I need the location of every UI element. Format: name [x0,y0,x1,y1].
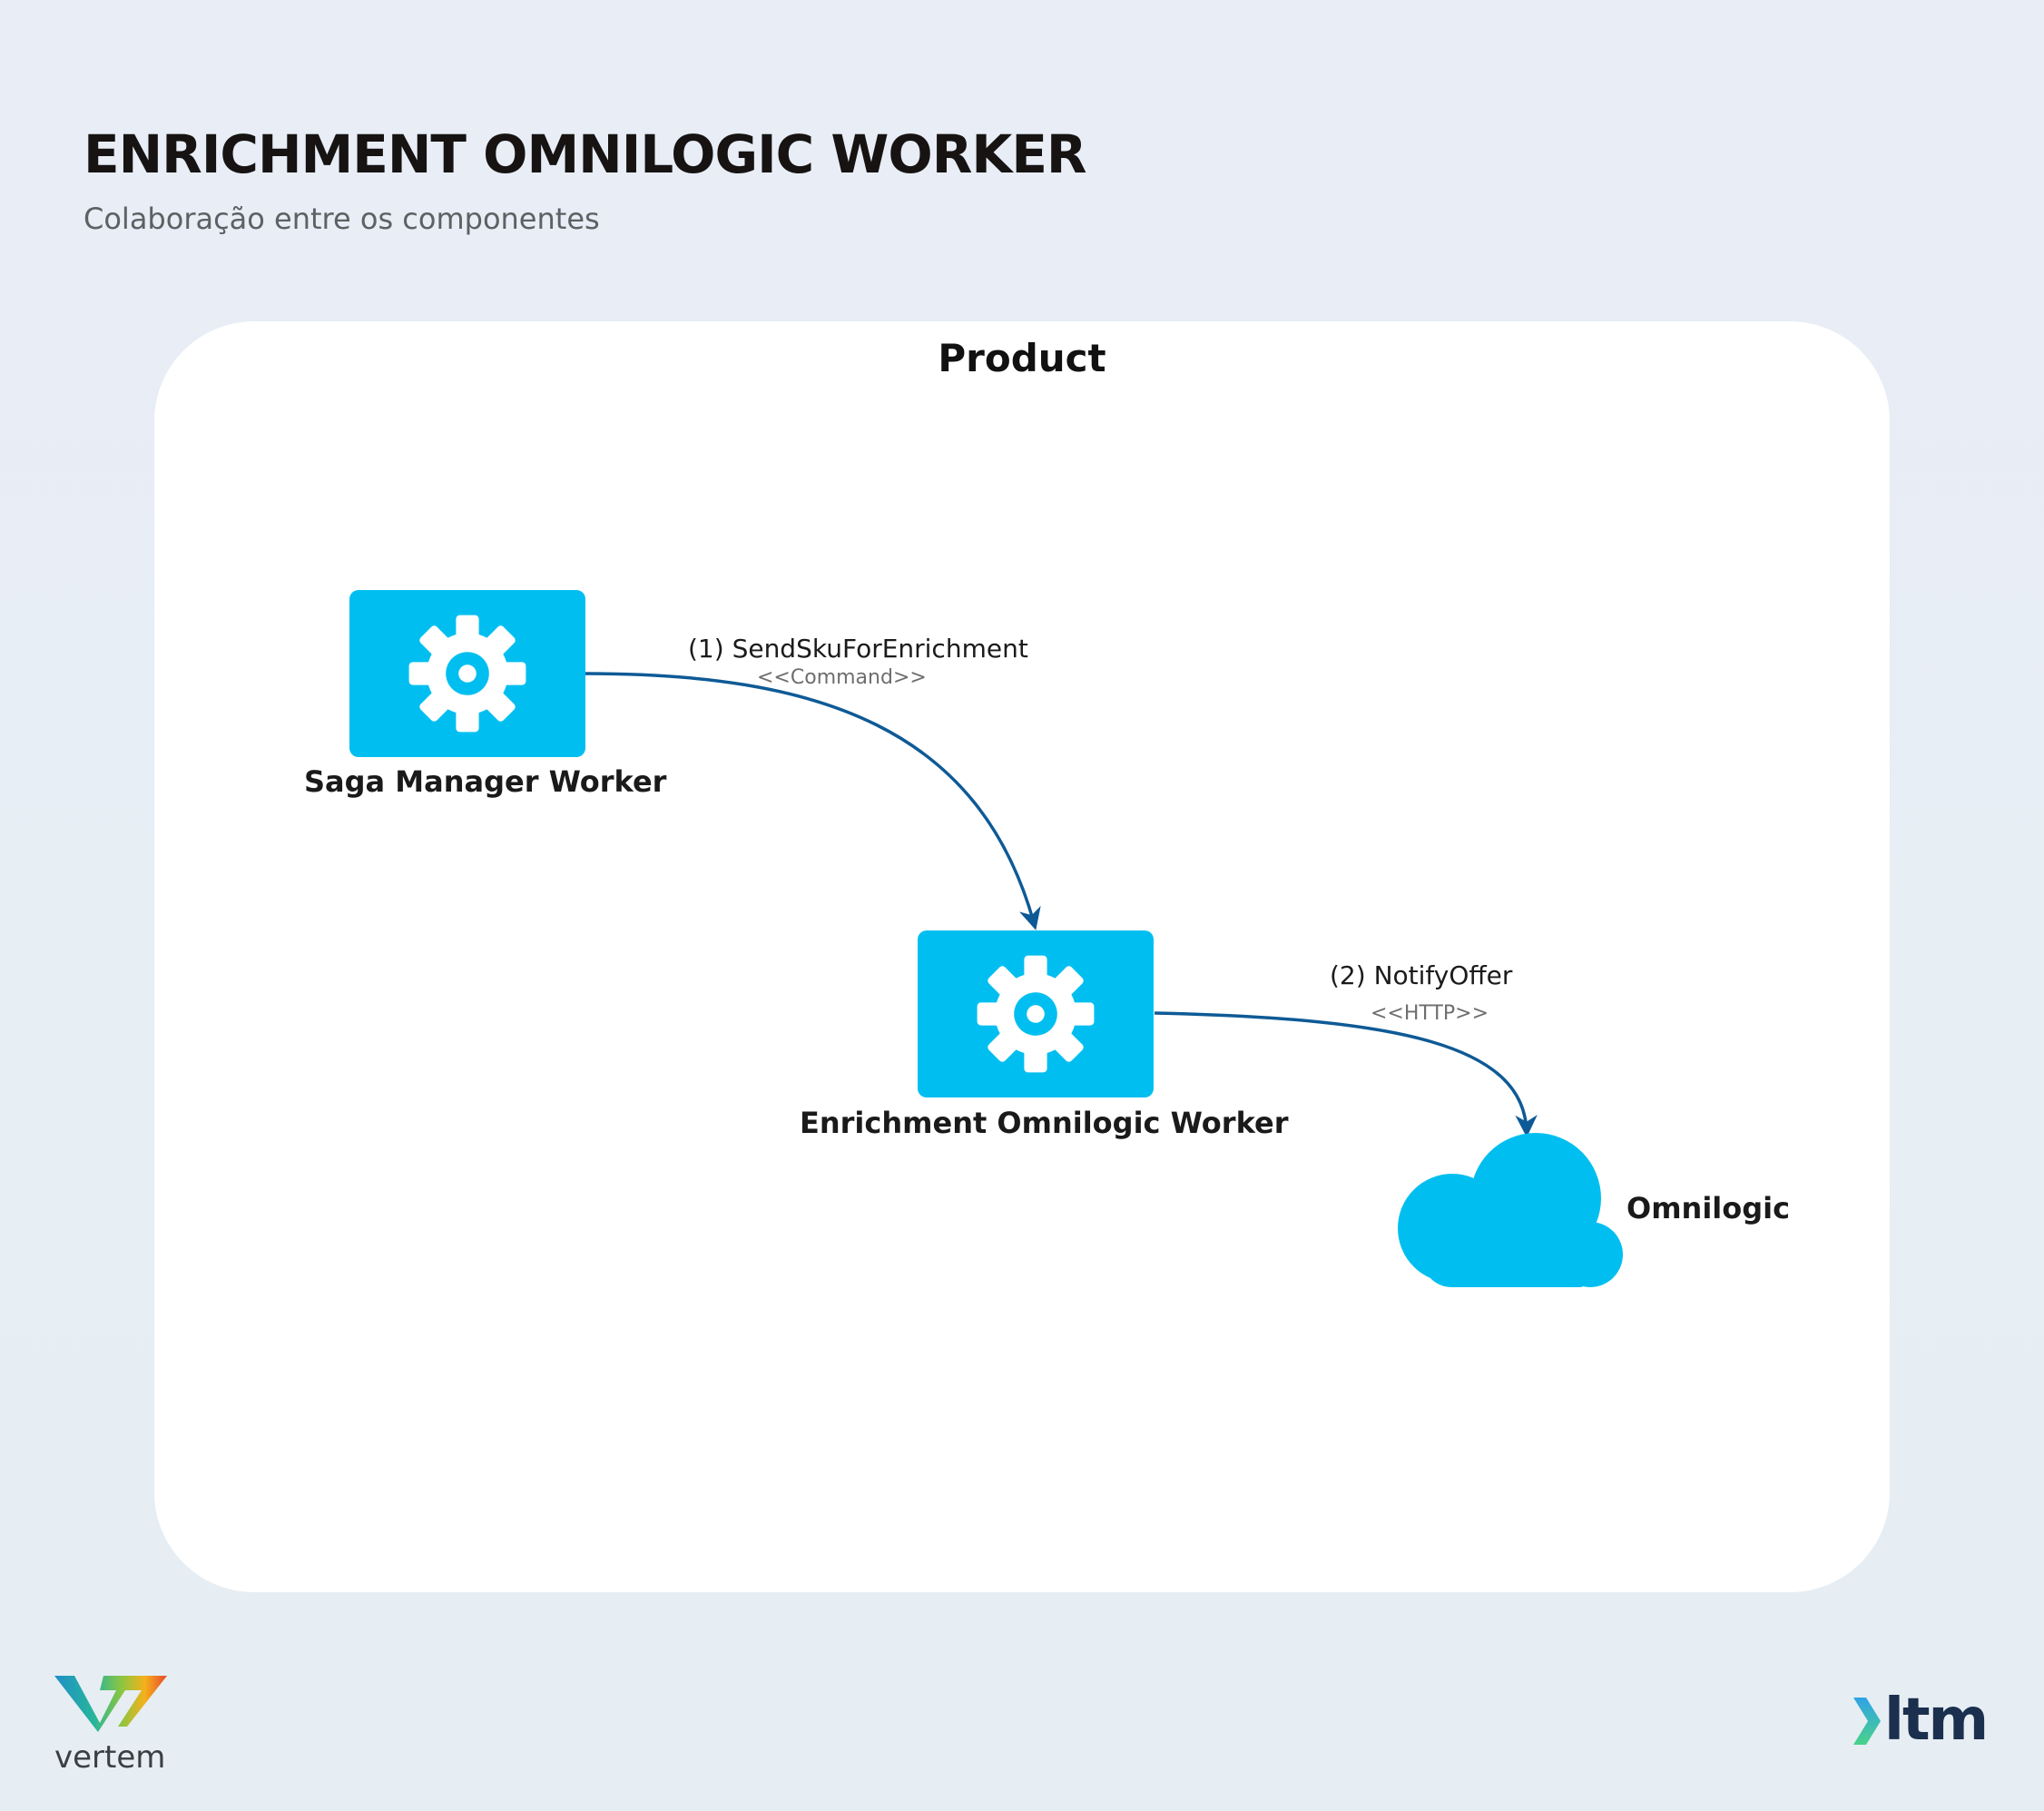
saga-manager-worker-node[interactable] [349,590,585,757]
edge-1-label: (1) SendSkuForEnrichment [688,634,1028,664]
edge-2-label: (2) NotifyOffer [1330,960,1513,990]
gear-icon [408,615,526,733]
enrichment-omnilogic-worker-node[interactable] [918,930,1154,1097]
vertem-logo-text: vertem [54,1739,166,1776]
edge-saga-to-enrichment [585,672,1041,930]
edge-1-stereotype: <<Command>> [757,666,927,689]
edge-2-stereotype: <<HTTP>> [1371,1002,1489,1025]
enrichment-omnilogic-worker-label: Enrichment Omnilogic Worker [800,1106,1289,1140]
ltm-logo-text: ltm [1884,1687,1989,1754]
gear-icon [977,955,1095,1073]
saga-manager-worker-label: Saga Manager Worker [304,764,667,799]
vertem-logo [54,1676,167,1732]
ltm-chevron-icon [1853,1698,1881,1745]
page-title: ENRICHMENT OMNILOGIC WORKER [84,123,1087,185]
page-subtitle: Colaboração entre os componentes [84,202,600,236]
boundary-label: Product [938,336,1106,380]
edge-enrichment-to-omnilogic [1154,1011,1538,1137]
cloud-icon[interactable] [1389,1133,1630,1287]
omnilogic-label: Omnilogic [1626,1191,1791,1225]
